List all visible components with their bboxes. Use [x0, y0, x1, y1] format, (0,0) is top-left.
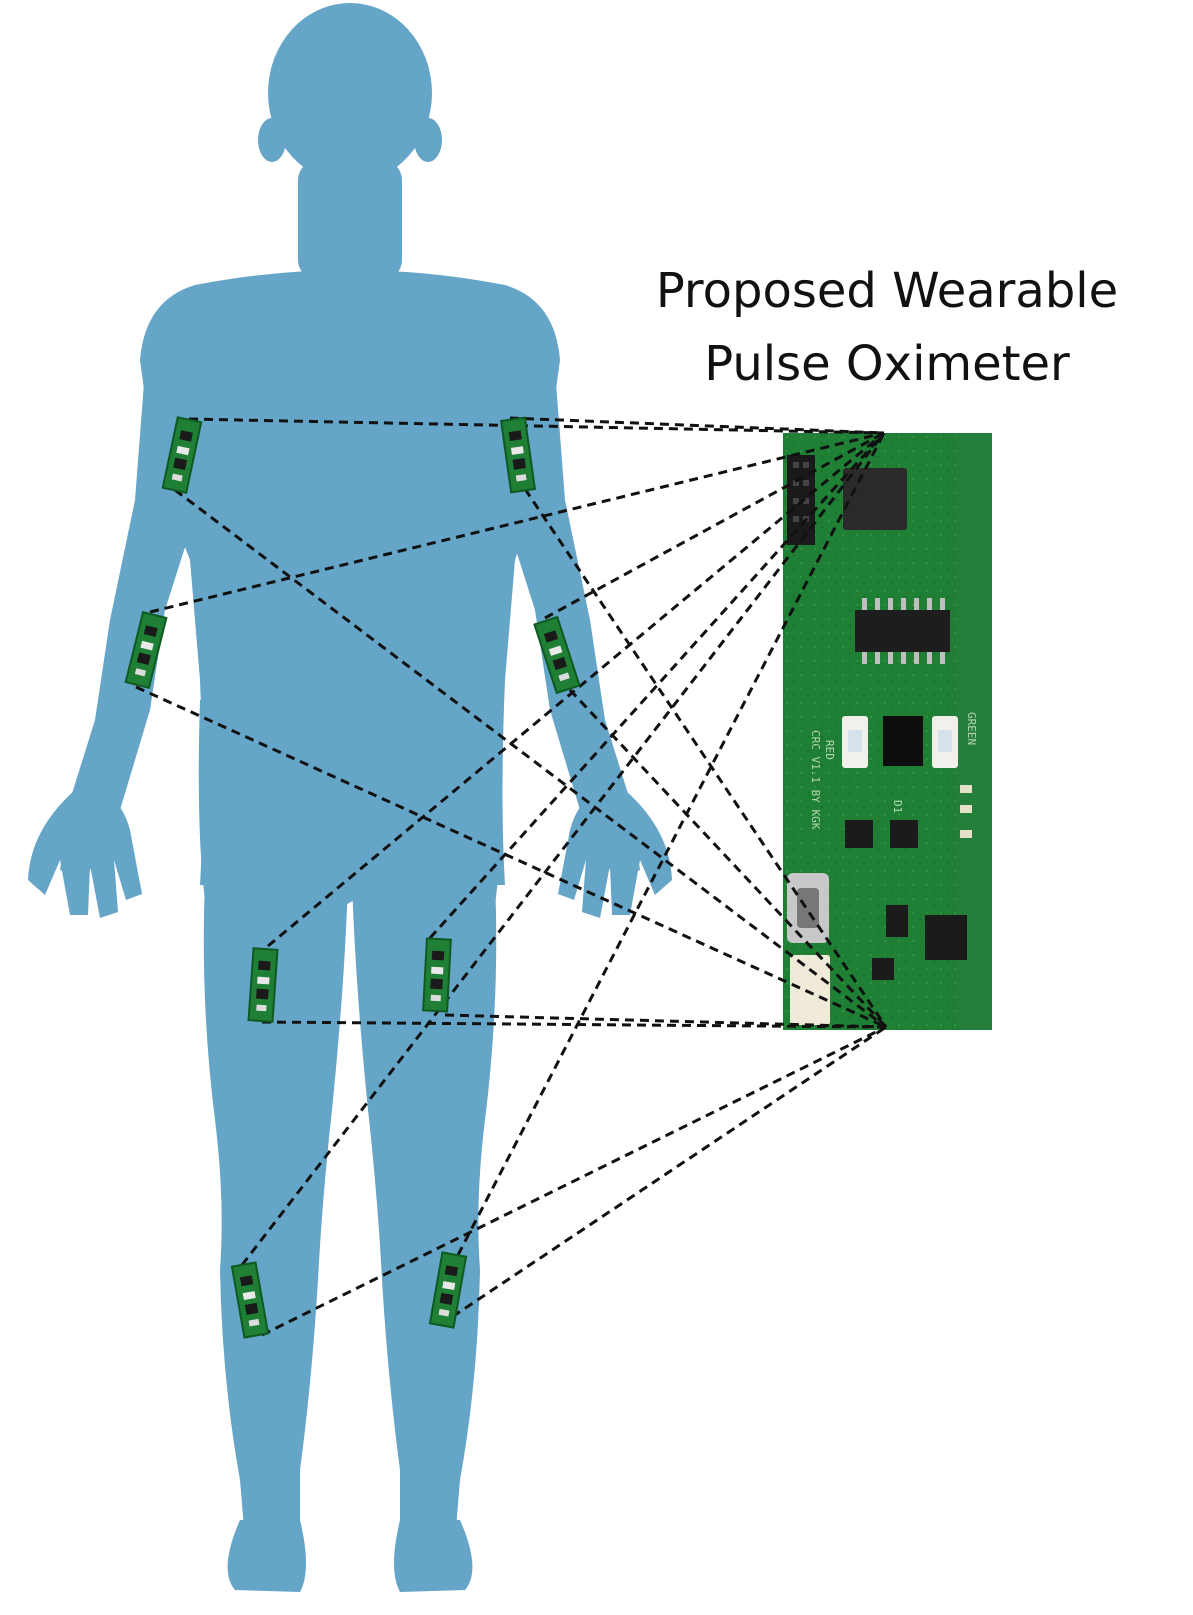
link-left-thigh-top	[267, 431, 885, 948]
link-right-thigh-bottom	[444, 1013, 887, 1029]
left-hand	[28, 790, 142, 918]
title-line-1: Proposed Wearable	[656, 263, 1118, 319]
sensor-board-right-shin	[428, 1251, 468, 1329]
title-line-2: Pulse Oximeter	[704, 336, 1070, 392]
link-left-upper-arm-bottom	[174, 488, 887, 1029]
left-ear	[258, 118, 286, 162]
link-left-upper-arm-top	[188, 417, 885, 435]
sensor-board-right-forearm	[533, 615, 581, 695]
small-ic-3	[872, 958, 894, 980]
battery-connector	[790, 955, 830, 1025]
sensor-board-right-thigh	[422, 937, 452, 1013]
sensor-board-right-upper-arm	[499, 416, 537, 494]
photodiode	[883, 716, 923, 766]
neck	[298, 160, 402, 280]
small-ic-1	[845, 820, 873, 848]
pin-header	[787, 455, 815, 545]
link-right-forearm-bottom	[568, 688, 888, 1029]
left-foot	[227, 1520, 306, 1592]
link-left-forearm-bottom	[135, 685, 887, 1029]
link-right-upper-arm-top	[509, 416, 885, 435]
silkscreen-green: GREEN	[965, 712, 978, 745]
sensor-board-left-forearm	[124, 610, 168, 690]
sensor-board-left-thigh	[247, 947, 279, 1023]
microcontroller-chip	[843, 468, 907, 530]
silkscreen-red: RED	[823, 740, 836, 760]
link-right-thigh-top	[428, 431, 886, 940]
link-right-shin-bottom	[439, 1025, 887, 1327]
left-leg	[203, 880, 348, 1545]
smd-part-3	[960, 830, 972, 838]
sensor-board-left-upper-arm	[161, 416, 203, 494]
right-leg	[352, 880, 497, 1545]
link-left-forearm-top	[149, 431, 885, 614]
right-foot	[394, 1520, 473, 1592]
soic-chip	[855, 610, 950, 652]
head	[268, 3, 432, 183]
human-body-silhouette	[28, 3, 672, 1592]
right-hand	[558, 790, 672, 918]
link-right-upper-arm-bottom	[523, 488, 888, 1028]
link-left-shin-bottom	[261, 1025, 887, 1337]
connection-lines	[135, 416, 888, 1337]
link-right-forearm-top	[544, 431, 885, 620]
link-right-shin-top	[456, 432, 886, 1256]
smd-part-2	[960, 805, 972, 813]
silkscreen-version: CRC V1.1 BY KGK	[809, 730, 822, 830]
small-ic-2	[890, 820, 918, 848]
sensor-board-left-shin	[230, 1261, 270, 1339]
sensor-boards	[124, 416, 581, 1339]
smd-part-1	[960, 785, 972, 793]
hips	[198, 700, 502, 905]
regulator-chip	[886, 905, 908, 937]
right-ear	[414, 118, 442, 162]
charger-chip	[925, 915, 967, 960]
silkscreen-d1: D1	[891, 800, 904, 813]
link-left-shin-top	[240, 432, 886, 1266]
pulse-oximeter-board: RED GREEN CRC V1.1 BY KGK D1	[783, 433, 992, 1030]
